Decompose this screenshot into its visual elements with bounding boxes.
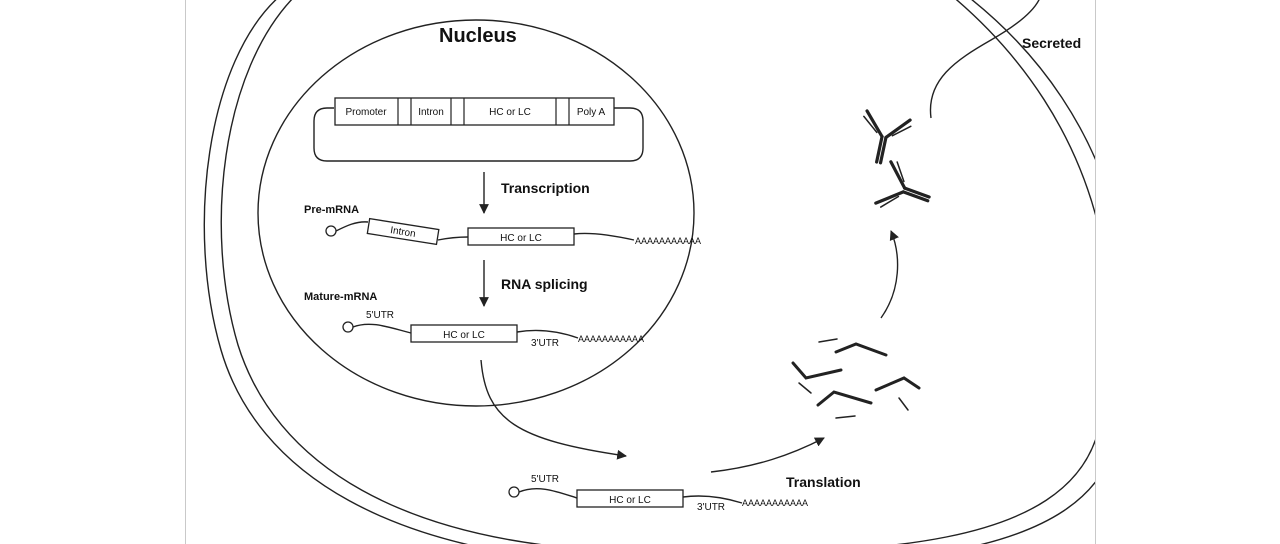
cyto-mrna-utr5: 5'UTR xyxy=(531,474,559,485)
plasmid-polya-label: Poly A xyxy=(577,107,606,118)
light-chain-fragment xyxy=(798,382,812,394)
plasmid-cassette xyxy=(334,97,615,126)
mature-mrna-coding-box xyxy=(410,324,518,343)
translation-label: Translation xyxy=(786,474,861,490)
pre-mrna-strand xyxy=(437,236,469,241)
cell-membrane-inner xyxy=(220,0,1095,544)
mature-mrna-utr5: 5'UTR xyxy=(366,310,394,321)
folding-arrow xyxy=(880,230,899,319)
mature-mrna-strand xyxy=(352,323,412,334)
transcription-label: Transcription xyxy=(501,180,590,196)
mature-mrna-polya: AAAAAAAAAAA xyxy=(578,334,644,344)
cyto-mrna-coding-box xyxy=(576,489,684,508)
heavy-chain-fragment xyxy=(834,342,888,357)
plasmid: Promoter Intron HC or LC Poly A xyxy=(313,97,644,162)
heavy-chain-fragment xyxy=(874,376,921,392)
plasmid-intron-label: Intron xyxy=(418,107,444,118)
pre-mrna-label: Pre-mRNA xyxy=(304,204,359,216)
antibody-icon xyxy=(874,160,931,208)
heavy-chain-fragment xyxy=(816,390,873,407)
nucleus xyxy=(257,19,695,407)
plasmid-promoter-label: Promoter xyxy=(345,107,387,118)
mature-mrna: Mature-mRNA 5'UTR HC or LC 3'UTR AAAAAAA… xyxy=(304,291,644,349)
antibody-icon xyxy=(863,109,912,165)
cell-diagram: Secreted Nucleus Promoter Intron HC or L… xyxy=(185,0,1096,544)
pre-mrna-polya: AAAAAAAAAAA xyxy=(635,236,701,246)
mature-mrna-strand xyxy=(516,329,579,339)
mrna-cap xyxy=(325,225,337,237)
secreted-label: Secreted xyxy=(1022,35,1081,51)
mature-mrna-coding-label: HC or LC xyxy=(443,330,485,341)
mrna-cap xyxy=(508,486,520,498)
plasmid-coding-label: HC or LC xyxy=(489,107,531,118)
mature-mrna-utr3: 3'UTR xyxy=(531,338,559,349)
translation-arrow xyxy=(710,437,825,473)
pre-mrna-strand xyxy=(573,232,635,241)
mrna-cap xyxy=(342,321,354,333)
cyto-mrna-strand xyxy=(518,488,578,499)
cyto-mrna-coding-label: HC or LC xyxy=(609,495,651,506)
pre-mrna-intron-label: Intron xyxy=(389,225,416,240)
cyto-mrna-polya: AAAAAAAAAAA xyxy=(742,498,808,508)
cell-membrane-outer xyxy=(203,0,1095,544)
pre-mrna-strand xyxy=(335,221,369,232)
export-arrow xyxy=(480,359,627,460)
cytoplasmic-mrna: 5'UTR HC or LC 3'UTR AAAAAAAAAAA xyxy=(508,474,808,513)
pre-mrna-coding-box xyxy=(467,227,575,246)
nucleus-title: Nucleus xyxy=(439,25,517,47)
pre-mrna-intron-box xyxy=(366,217,440,246)
pre-mrna: Pre-mRNA Intron HC or LC AAAAAAAAAAA xyxy=(304,204,701,246)
plasmid-backbone xyxy=(313,107,644,162)
light-chain-fragment xyxy=(898,397,909,411)
heavy-chain-fragment xyxy=(791,361,843,380)
secretion-path xyxy=(929,0,1040,119)
splicing-label: RNA splicing xyxy=(501,276,588,292)
light-chain-fragment xyxy=(818,338,838,343)
cyto-mrna-strand xyxy=(682,495,743,504)
cyto-mrna-utr3: 3'UTR xyxy=(697,502,725,513)
polypeptide-chains xyxy=(791,338,921,419)
diagram-canvas: Secreted Nucleus Promoter Intron HC or L… xyxy=(203,0,1095,544)
light-chain-fragment xyxy=(835,415,856,419)
mature-mrna-label: Mature-mRNA xyxy=(304,291,377,303)
pre-mrna-coding-label: HC or LC xyxy=(500,233,542,244)
